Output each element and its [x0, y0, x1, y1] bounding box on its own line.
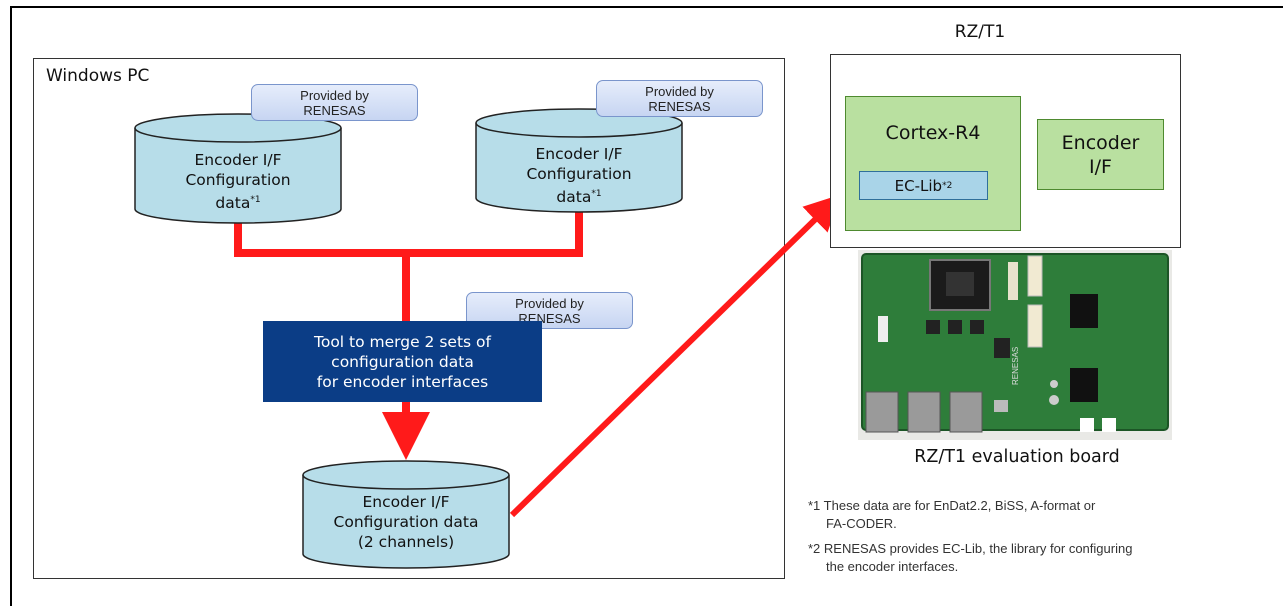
arrow-db-to-eclib	[509, 194, 841, 518]
cortex-r4-label: Cortex-R4	[885, 122, 981, 144]
db-right-cylinder	[475, 108, 683, 213]
eclib-block: EC-Lib*2	[859, 171, 988, 200]
db-left-cylinder	[134, 113, 342, 224]
windows-pc-title: Windows PC	[46, 66, 150, 86]
db-left-label: Encoder I/F Configuration data*1	[185, 151, 291, 213]
board-caption: RZ/T1 evaluation board	[914, 447, 1120, 467]
footnote-1: *1 These data are for EnDat2.2, BiSS, A-…	[808, 498, 1096, 531]
merge-connector	[234, 210, 583, 321]
db-bottom-cylinder	[302, 460, 510, 569]
board-logo-text: RENESAS	[1011, 347, 1020, 385]
db-right-label: Encoder I/F Configuration data*1	[526, 145, 632, 207]
outer-frame	[10, 6, 1283, 606]
footnote-2: *2 RENESAS provides EC-Lib, the library …	[808, 541, 1133, 574]
encoder-if-block: Encoder I/F	[1037, 119, 1164, 190]
diagram-shapes	[134, 108, 1038, 569]
merge-tool-box: Tool to merge 2 sets of configuration da…	[263, 321, 542, 402]
rz-title: RZ/T1	[954, 22, 1006, 42]
db-bottom-label: Encoder I/F Configuration data (2 channe…	[333, 493, 479, 551]
cortex-r4-block	[845, 96, 1021, 231]
evaluation-board-image: RENESAS	[858, 250, 1172, 440]
